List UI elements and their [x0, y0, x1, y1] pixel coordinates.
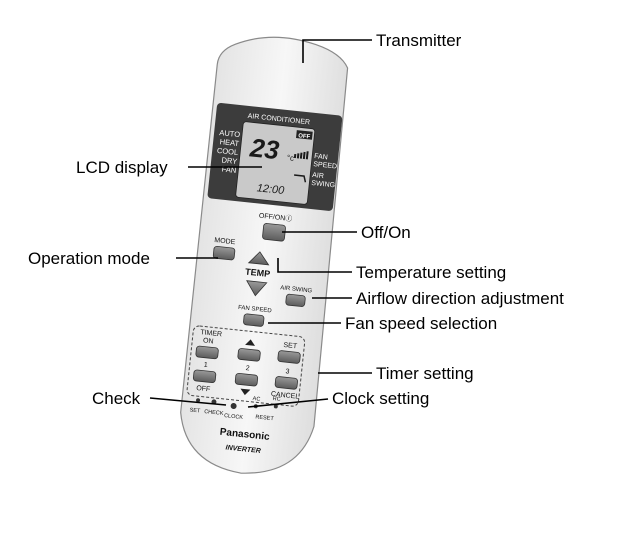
fan-speed-label-1: FAN — [314, 153, 328, 161]
callout-airflow-direction: Airflow direction adjustment — [356, 289, 564, 308]
callout-fan-speed-selection: Fan speed selection — [345, 314, 497, 333]
fan-speed-button[interactable] — [243, 313, 265, 327]
timer-on-button[interactable] — [195, 345, 219, 360]
timer-down-icon — [240, 388, 251, 396]
timer-group-box — [186, 325, 306, 407]
off-on-button[interactable] — [262, 223, 286, 242]
clock-button[interactable] — [230, 402, 237, 410]
fan-speed-label-2: SPEED — [313, 161, 337, 170]
mode-dry: DRY — [221, 155, 238, 166]
timer-off-button[interactable] — [192, 369, 217, 384]
timer-set-label: SET — [283, 342, 298, 350]
air-swing-label-2: SWING — [311, 180, 335, 189]
timer-3-label: 3 — [285, 368, 290, 375]
lcd-screen — [235, 121, 316, 205]
bottom-check-label: CHECK — [204, 409, 224, 417]
air-swing-button-label: AIR SWING — [280, 285, 313, 294]
timer-down-button[interactable] — [234, 372, 259, 387]
timer-set-button[interactable] — [277, 350, 301, 364]
bottom-rc-label: RC — [272, 396, 281, 403]
air-swing-label-1: AIR — [312, 172, 324, 180]
callout-timer-setting: Timer setting — [376, 364, 474, 383]
mode-cool: COOL — [217, 146, 239, 157]
timer-1-label: 1 — [203, 362, 208, 369]
mode-heat: HEAT — [219, 137, 240, 148]
set-pin[interactable] — [196, 398, 201, 403]
timer-cancel-button[interactable] — [274, 376, 298, 390]
mode-button[interactable] — [212, 245, 236, 261]
rc-reset-pin[interactable] — [273, 404, 278, 409]
lcd-unit: °c — [286, 153, 294, 163]
bottom-reset-label: RESET — [255, 414, 275, 422]
timer-cancel-label: CANCEL — [270, 391, 299, 401]
bottom-ac-label: AC — [252, 396, 260, 403]
bottom-set-label: SET — [189, 407, 201, 414]
mode-fan: FAN — [221, 164, 236, 174]
fan-speed-bars — [293, 151, 309, 160]
bottom-clock-label: CLOCK — [224, 413, 244, 421]
fan-speed-button-label: FAN SPEED — [238, 305, 273, 315]
brand-logo: Panasonic — [219, 427, 270, 443]
callout-off-on: Off/On — [361, 223, 411, 242]
lcd-clock: 12:00 — [256, 182, 286, 197]
callout-check: Check — [92, 389, 141, 408]
off-badge: OFF — [298, 133, 311, 140]
mode-label: MODE — [214, 237, 236, 246]
timer-label: TIMER — [200, 329, 222, 338]
air-swing-button[interactable] — [285, 293, 306, 307]
callout-operation-mode: Operation mode — [28, 249, 150, 268]
temp-up-button[interactable] — [247, 251, 270, 266]
callout-temperature-setting: Temperature setting — [356, 263, 506, 282]
remote-shell — [180, 36, 349, 474]
lcd-temperature: 23 — [248, 132, 281, 165]
off-badge-box — [295, 130, 313, 140]
timer-2-label: 2 — [245, 365, 250, 372]
remote-body: AIR CONDITIONER OFF 23 °c 12:00 AUTO HEA… — [180, 36, 349, 474]
timer-off-label: OFF — [196, 385, 211, 393]
temp-label: TEMP — [245, 266, 271, 279]
off-on-label: OFF/ONⒾ — [259, 212, 293, 223]
air-swing-indicator — [294, 174, 307, 183]
temp-down-button[interactable] — [245, 280, 268, 297]
inverter-logo: INVERTER — [225, 444, 261, 455]
callout-lcd-display: LCD display — [76, 158, 168, 177]
leader-lines — [149, 39, 372, 408]
timer-up-button[interactable] — [237, 348, 261, 362]
timer-up-icon — [245, 339, 256, 346]
callout-transmitter: Transmitter — [376, 31, 462, 50]
timer-on-label: ON — [203, 337, 214, 345]
mode-auto: AUTO — [219, 128, 241, 139]
callout-clock-setting: Clock setting — [332, 389, 429, 408]
